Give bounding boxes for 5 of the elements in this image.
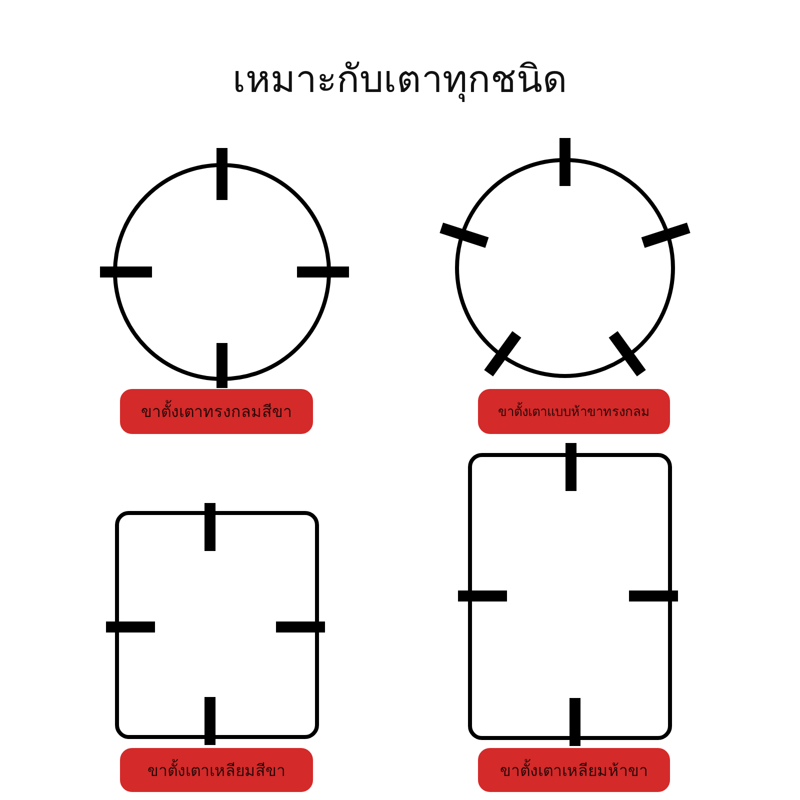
caption-label: ขาตั้งเตาเหลียมสีขา	[120, 748, 313, 792]
caption-label: ขาตั้งเตาเหลียมห้าขา	[478, 748, 670, 792]
heading: เหมาะกับเตาทุกชนิด	[232, 56, 568, 104]
caption-label: ขาตั้งเตาแบบห้าขาทรงกลม	[478, 389, 670, 434]
caption-label: ขาตั้งเตาทรงกลมสีขา	[120, 389, 313, 434]
